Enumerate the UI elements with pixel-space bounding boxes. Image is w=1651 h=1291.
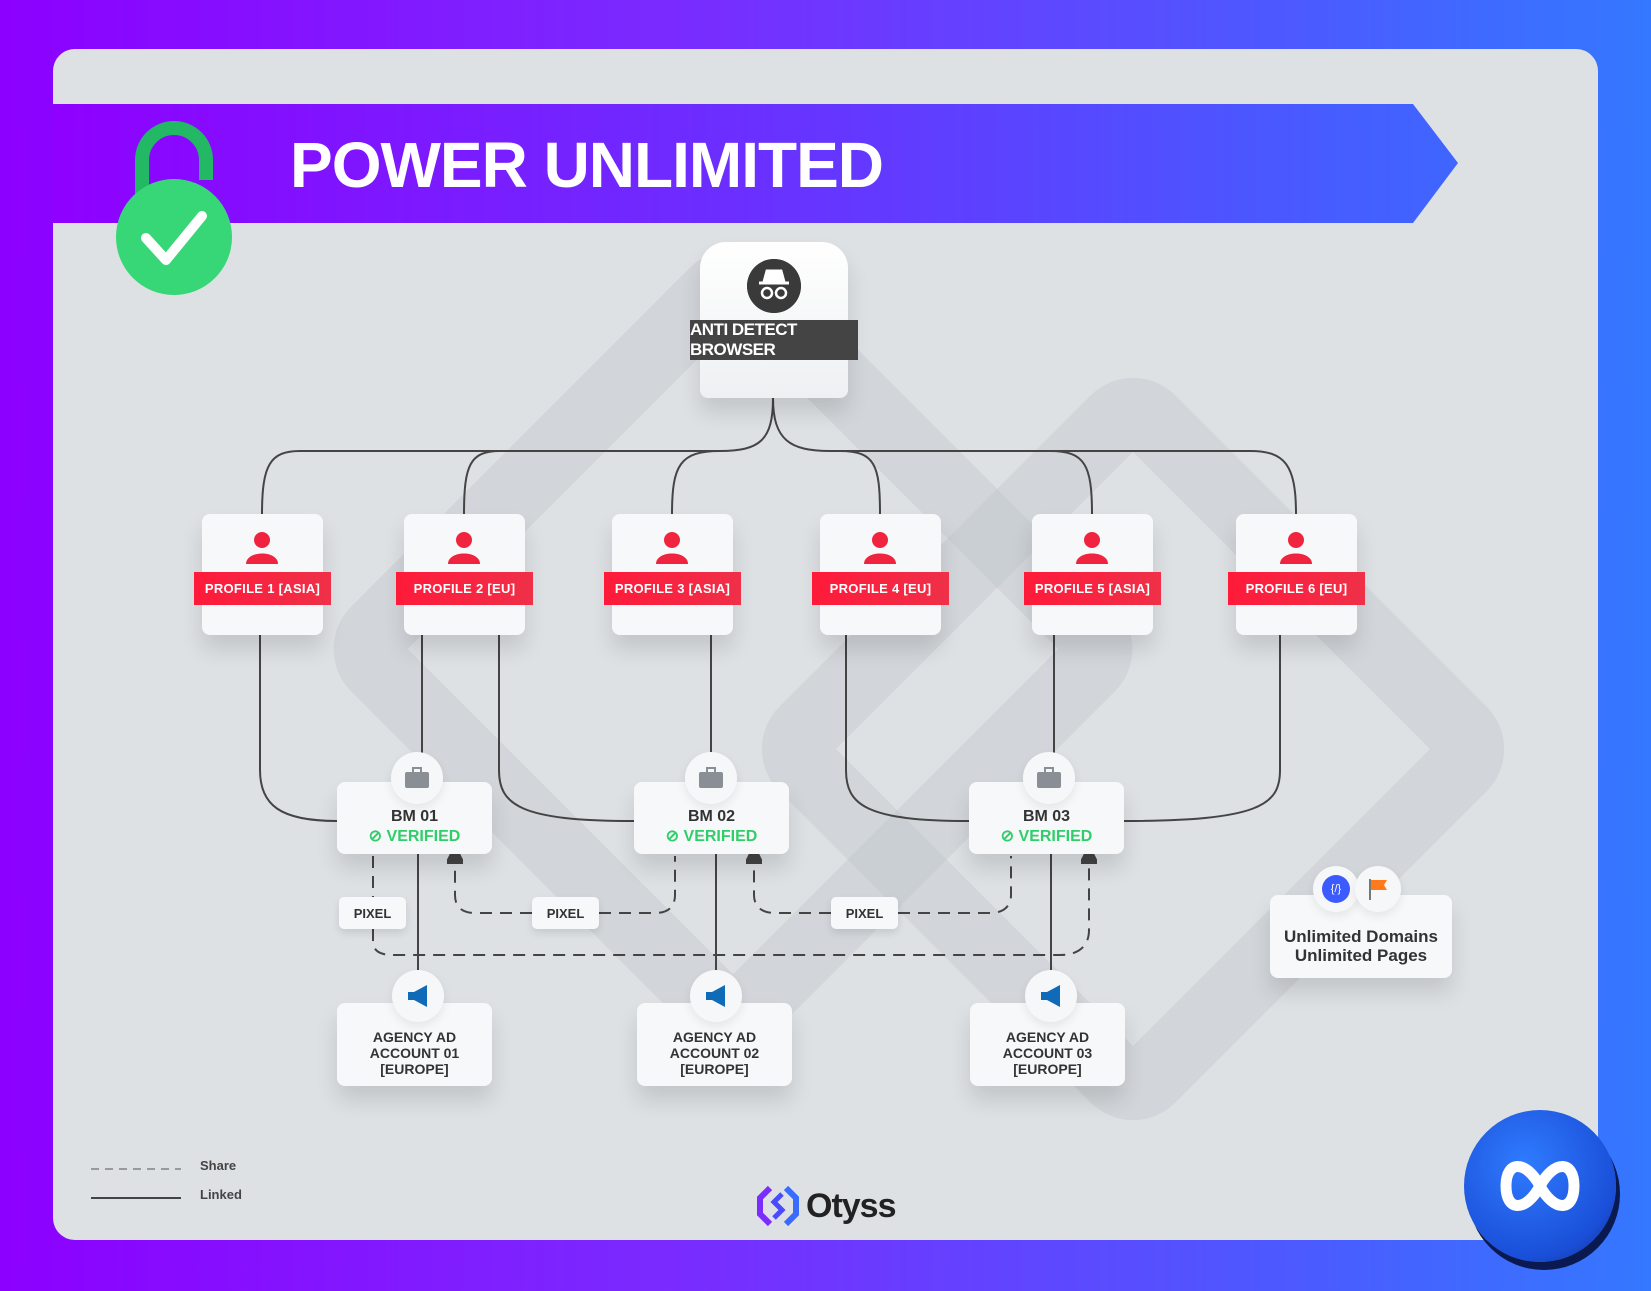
meta-infinity-icon xyxy=(1500,1161,1580,1211)
agency-line: ACCOUNT 02 xyxy=(669,1045,760,1061)
meta-logo xyxy=(1464,1110,1616,1262)
check-circle-icon: ⊘ xyxy=(1000,828,1019,845)
brand-name: Otyss xyxy=(806,1186,896,1225)
profile-label: PROFILE 4 [EU] xyxy=(812,572,949,605)
profile-label: PROFILE 1 [ASIA] xyxy=(194,572,331,605)
briefcase-icon xyxy=(391,752,443,804)
otyss-logo-icon xyxy=(757,1185,799,1227)
briefcase-icon xyxy=(685,752,737,804)
pixel-node: PIXEL xyxy=(831,897,898,929)
agency-line: AGENCY AD xyxy=(672,1029,757,1045)
agency-line: [EUROPE] xyxy=(680,1061,749,1077)
profile-label: PROFILE 6 [EU] xyxy=(1228,572,1365,605)
bm-name: BM 01 xyxy=(390,808,439,825)
page-title: POWER UNLIMITED xyxy=(290,129,884,201)
person-icon xyxy=(1280,532,1312,564)
unlocked-padlock-icon xyxy=(116,121,232,295)
agency-line: ACCOUNT 01 xyxy=(369,1045,460,1061)
bm-status: VERIFIED xyxy=(683,828,758,845)
profile-label: PROFILE 5 [ASIA] xyxy=(1024,572,1161,605)
briefcase-icon xyxy=(1023,752,1075,804)
flag-icon xyxy=(1355,866,1401,912)
profile-label: PROFILE 3 [ASIA] xyxy=(604,572,741,605)
check-circle-icon: ⊘ xyxy=(665,828,684,845)
bm-status: VERIFIED xyxy=(386,828,461,845)
bm-status: VERIFIED xyxy=(1018,828,1093,845)
legend-linked: Linked xyxy=(200,1187,242,1202)
agency-line: ACCOUNT 03 xyxy=(1002,1045,1093,1061)
person-icon xyxy=(864,532,896,564)
bm-name: BM 02 xyxy=(687,808,736,825)
title-banner xyxy=(53,104,1458,223)
check-circle-icon: ⊘ xyxy=(368,828,387,845)
pixel-node: PIXEL xyxy=(532,897,599,929)
person-icon xyxy=(448,532,480,564)
agency-line: AGENCY AD xyxy=(1005,1029,1090,1045)
agency-line: [EUROPE] xyxy=(1013,1061,1082,1077)
person-icon xyxy=(246,532,278,564)
unlimited-pages: Unlimited Pages xyxy=(1294,946,1428,965)
legend-lines xyxy=(91,1168,181,1199)
megaphone-icon xyxy=(1025,970,1077,1022)
megaphone-icon xyxy=(392,970,444,1022)
profile-label: PROFILE 2 [EU] xyxy=(396,572,533,605)
code-icon: {/} xyxy=(1313,866,1359,912)
otyss-logo: Otyss xyxy=(756,1184,896,1228)
pixel-node: PIXEL xyxy=(339,897,406,929)
legend-share: Share xyxy=(200,1158,237,1173)
anti-detect-browser-label: ANTI DETECT BROWSER xyxy=(690,320,858,360)
agency-line: AGENCY AD xyxy=(372,1029,457,1045)
person-icon xyxy=(1076,532,1108,564)
megaphone-icon xyxy=(690,970,742,1022)
bm-name: BM 03 xyxy=(1022,808,1071,825)
unlimited-domains: Unlimited Domains xyxy=(1284,927,1438,946)
incognito-icon xyxy=(747,259,801,313)
agency-line: [EUROPE] xyxy=(380,1061,449,1077)
person-icon xyxy=(656,532,688,564)
